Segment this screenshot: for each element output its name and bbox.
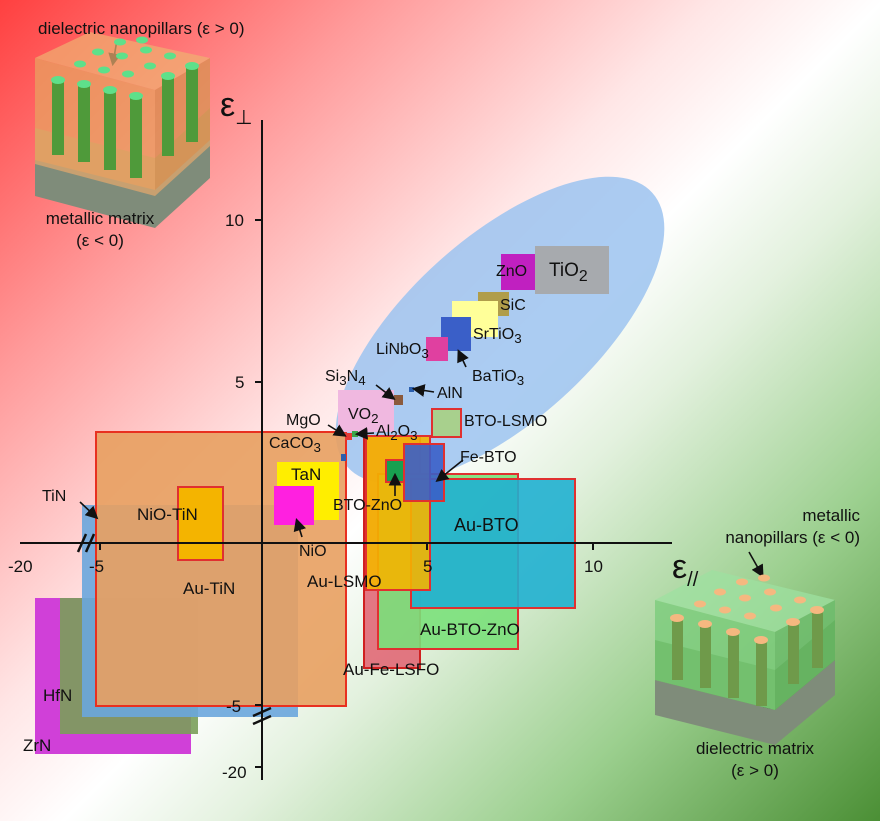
label-hfn: HfN [43, 686, 73, 705]
label-vo2: VO2 [348, 406, 379, 427]
patch-linbo3 [426, 337, 448, 361]
label-au-lsmo: Au-LSMO [307, 572, 382, 591]
y-axis-break [252, 706, 272, 726]
label-batio3: BaTiO3 [472, 368, 525, 389]
label-srtio3: SrTiO3 [473, 326, 522, 347]
label-tin: TiN [42, 488, 67, 505]
label-sic: SiC [500, 297, 526, 314]
x-axis-label: ε// [672, 548, 699, 591]
label-au-bto-zno: Au-BTO-ZnO [420, 620, 520, 639]
label-fe-bto: Fe-BTO [460, 449, 517, 466]
label-zno: ZnO [496, 263, 528, 280]
label-caco3: CaCO3 [269, 435, 321, 456]
label-al2o3: Al2O3 [376, 423, 418, 444]
y-tick-label: 10 [225, 211, 244, 230]
patch-bto-lsmo [431, 408, 462, 438]
patch-nio [274, 486, 314, 525]
patch-fe-bto [403, 443, 445, 502]
x-tick-label: -20 [8, 557, 33, 576]
label-au-tin: Au-TiN [183, 579, 236, 598]
y-tick-label: -20 [222, 763, 247, 782]
label-au-fe-lsfo: Au-Fe-LSFO [343, 660, 440, 679]
label-tio2: TiO2 [549, 260, 588, 285]
label-tan: TaN [291, 465, 322, 484]
y-tick-label: 5 [235, 373, 245, 392]
label-nio: NiO [299, 543, 327, 560]
y-tick-label: -5 [226, 697, 242, 716]
caption-dielectric-matrix: dielectric matrix(ε > 0) [695, 739, 815, 780]
label-si3n4: Si3N4 [325, 368, 366, 389]
patch-mgo [345, 433, 352, 440]
label-au-bto: Au-BTO [454, 515, 519, 535]
inset-dielectric-matrix [655, 570, 835, 745]
patch-caco3 [341, 454, 346, 461]
y-axis-label: ε⊥ [220, 86, 253, 129]
patch-al2o3 [352, 431, 358, 437]
label-bto-lsmo: BTO-LSMO [464, 413, 548, 430]
patch-tio2 [535, 246, 609, 294]
x-tick-label: -5 [89, 557, 105, 576]
inset-metallic-matrix [35, 32, 210, 228]
patch-si3n4 [394, 395, 403, 405]
label-mgo: MgO [286, 412, 321, 429]
label-bto-zno: BTO-ZnO [333, 497, 403, 514]
label-nio-tin: NiO-TiN [137, 505, 198, 524]
patch-zno [501, 254, 535, 290]
label-aln: AlN [437, 385, 463, 402]
caption-dielectric-nanopillars: dielectric nanopillars (ε > 0) [38, 19, 245, 38]
caption-metallic-matrix: metallic matrix(ε < 0) [45, 209, 155, 250]
label-zrn: ZrN [23, 736, 52, 755]
region-nio-tin [177, 486, 224, 561]
label-linbo3: LiNbO3 [376, 341, 429, 362]
patch-aln [409, 387, 414, 392]
x-tick-label: 5 [423, 557, 433, 576]
x-tick-label: 10 [584, 557, 603, 576]
x-axis-break [76, 533, 96, 553]
